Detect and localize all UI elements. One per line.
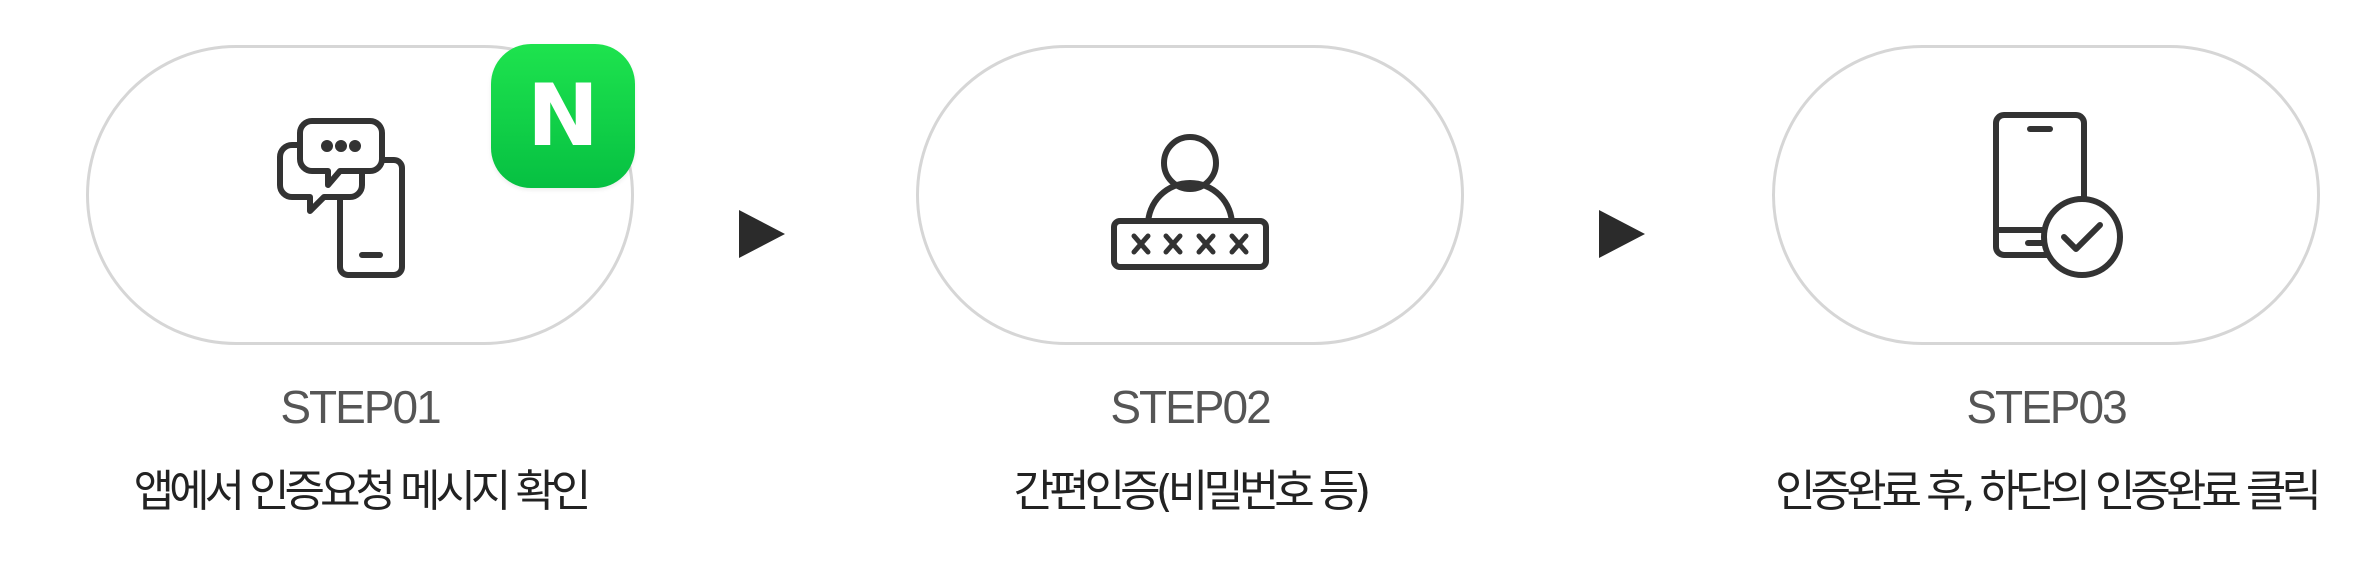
step-3: STEP03 인증완료 후, 하단의 인증완료 클릭 xyxy=(1716,0,2376,576)
step-2-icon-pill xyxy=(916,45,1464,345)
step-3-label: STEP03 xyxy=(1966,381,2127,433)
arrow-right-icon xyxy=(739,210,785,258)
step-3-icon-pill xyxy=(1772,45,2320,345)
arrow-right-icon xyxy=(1599,210,1645,258)
naver-logo-icon: N xyxy=(491,44,635,188)
step-1-icon-pill: N xyxy=(86,44,635,345)
chat-phone-icon xyxy=(270,105,450,285)
step-2: STEP02 간편인증(비밀번호 등) xyxy=(860,0,1520,576)
phone-check-icon xyxy=(1956,105,2136,285)
step-1-label: STEP01 xyxy=(280,381,441,433)
step-3-description: 인증완료 후, 하단의 인증완료 클릭 xyxy=(1775,466,2322,517)
step-1: N STEP01 앱에서 인증요청 메시지 확인 xyxy=(30,0,690,576)
step-2-description: 간편인증(비밀번호 등) xyxy=(1013,466,1372,517)
step-1-description: 앱에서 인증요청 메시지 확인 xyxy=(133,466,592,517)
step-2-label: STEP02 xyxy=(1110,381,1271,433)
user-password-icon xyxy=(1100,105,1280,285)
